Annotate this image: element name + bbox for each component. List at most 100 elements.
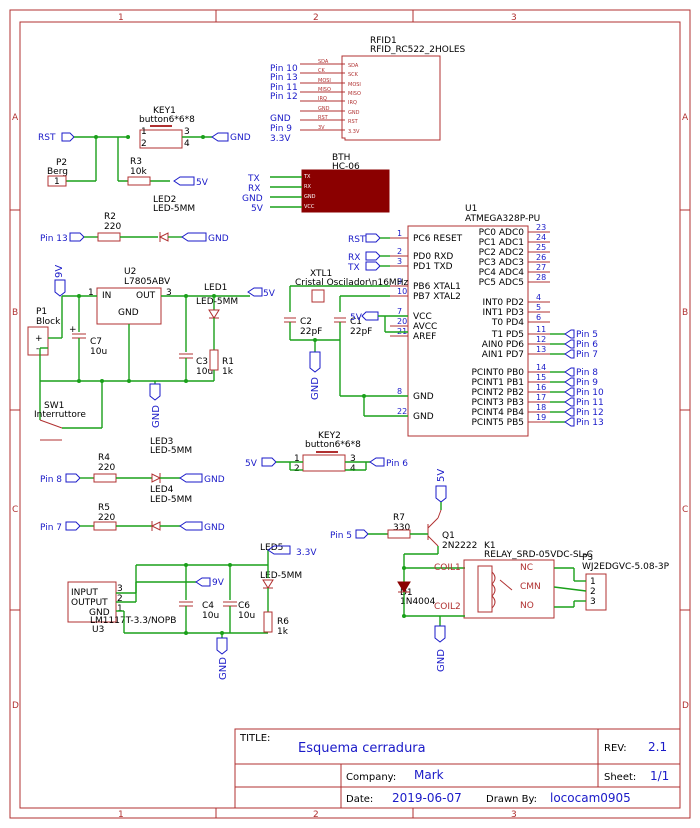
key1-value: button6*6*8 — [139, 115, 195, 125]
net-9v-u3: 9V — [212, 578, 225, 588]
rfid-ref: RFID1 — [370, 36, 397, 46]
title-value: Esquema cerradura — [298, 741, 426, 756]
u2-ref: U2 — [124, 267, 136, 277]
r2-value: 220 — [104, 222, 121, 232]
r1-value: 1k — [222, 367, 234, 377]
u3-gnd: GND — [89, 608, 110, 618]
led3-value: LED-5MM — [150, 446, 192, 456]
r3-ref: R3 — [130, 157, 142, 167]
rfid-short-gnd: GND — [318, 106, 330, 112]
frame-row-a-left: A — [12, 113, 19, 123]
c1-ref: C1 — [350, 317, 362, 327]
u1-pin-1: 1 — [397, 229, 402, 238]
net-pin6-key2: Pin 6 — [386, 459, 408, 469]
u3-ref: U3 — [92, 625, 104, 635]
bth-net-gnd: GND — [242, 194, 263, 204]
net-pin13-led2: Pin 13 — [40, 234, 68, 244]
u2-value: L7805ABV — [124, 277, 171, 287]
u1-pin-28: 28 — [536, 273, 546, 282]
rfid-pin-rst: RST — [348, 119, 359, 125]
net-gnd-relay: GND — [436, 649, 447, 672]
bth-ref: BTH — [332, 153, 350, 163]
key2-button[interactable]: KEY2 button6*6*8 1 2 3 4 5V Pin 6 — [245, 431, 408, 474]
u1-label-7: VCC — [413, 312, 432, 322]
led4-value: LED-5MM — [150, 495, 192, 505]
rfid-short-3v: 3V — [318, 125, 325, 131]
u1-pin-18: 18 — [536, 403, 546, 412]
u1-pin-4: 4 — [536, 293, 541, 302]
rfid-short-rst: RST — [318, 115, 329, 121]
net-gnd-led3: GND — [204, 475, 225, 485]
u1-label-22: GND — [413, 412, 434, 422]
u1-pin-17: 17 — [536, 393, 546, 402]
r6-ref: R6 — [277, 617, 289, 627]
drawn-value: lococam0905 — [550, 791, 631, 805]
key1-pin3: 3 — [184, 127, 190, 137]
led5-value: LED-5MM — [260, 571, 302, 581]
frame-row-c-right: C — [682, 505, 688, 515]
bth-net-rx: RX — [248, 184, 260, 194]
rfid-net-pin12: Pin 12 — [270, 92, 298, 102]
r7-ref: R7 — [393, 513, 405, 523]
net-5v-key2: 5V — [245, 459, 258, 469]
u1-pin-5: 5 — [536, 303, 541, 312]
u1-pin-23: 23 — [536, 223, 546, 232]
u1-pin-7: 7 — [397, 307, 402, 316]
title-label: TITLE: — [239, 733, 270, 744]
net-pin5-relay: Pin 5 — [330, 531, 352, 541]
p3-value: WJ2EDGVC-5.08-3P — [582, 562, 670, 572]
u1-label-2: PD0 RXD — [413, 252, 453, 262]
u1-pin-13: 13 — [536, 345, 546, 354]
sw1-ref: SW1 — [44, 401, 64, 411]
u1-value: ATMEGA328P-PU — [465, 214, 540, 224]
frame-col-1-bottom: 1 — [118, 810, 124, 820]
u1-label-14: PCINT0 PB0 — [471, 368, 524, 378]
q1-value: 2N2222 — [442, 541, 477, 551]
p2-ref: P2 — [56, 158, 67, 168]
net-33v-led5: 3.3V — [296, 548, 317, 558]
frame-col-3-top: 3 — [511, 13, 517, 23]
led2-value: LED-5MM — [153, 204, 195, 214]
u1-net-17: Pin 11 — [576, 398, 604, 408]
key2-pin4: 4 — [350, 464, 356, 474]
company-value: Mark — [414, 768, 444, 782]
bluetooth-module[interactable]: BTH HC-06 TX RX GND VCC TX RX GND 5V — [242, 153, 390, 214]
d1-value: 1N4004 — [400, 597, 436, 607]
u1-pin-19: 19 — [536, 413, 546, 422]
net-5v-relay: 5V — [436, 469, 447, 482]
key2-value: button6*6*8 — [305, 440, 361, 450]
rfid-pin-mosi: MOSI — [348, 82, 361, 88]
u1-pin-24: 24 — [536, 233, 546, 242]
led2-ref: LED2 — [153, 195, 176, 205]
c6-ref: C6 — [238, 601, 250, 611]
frame-row-a-right: A — [682, 113, 689, 123]
u2-gnd: GND — [118, 308, 139, 318]
p3-ref: P3 — [582, 553, 593, 563]
c7-value: 10u — [90, 347, 107, 357]
u1-pin-10: 10 — [397, 287, 407, 296]
u1-pin-25: 25 — [536, 243, 546, 252]
u1-pin-8: 8 — [397, 387, 402, 396]
u1-net-2: RX — [348, 253, 360, 263]
net-gnd-led4: GND — [204, 523, 225, 533]
rfid-short-mosi: MOSI — [318, 78, 331, 84]
led2-circuit: R2 220 LED2 LED-5MM Pin 13 GND — [40, 195, 229, 244]
p1-plus: + — [35, 334, 43, 344]
rfid-short-irq: IRQ — [318, 96, 327, 102]
bth-net-5v: 5V — [251, 204, 264, 214]
net-pin7-led4: Pin 7 — [40, 523, 62, 533]
u1-label-18: PCINT4 PB4 — [471, 408, 524, 418]
p3-pin3: 3 — [590, 597, 596, 607]
u1-label-10: PB7 XTAL2 — [413, 292, 461, 302]
net-gnd-key1: GND — [230, 133, 251, 143]
c3-ref: C3 — [196, 357, 208, 367]
rfid-module[interactable]: RFID1 RFID_RC522_2HOLES SDA SCK MOSI MIS… — [270, 36, 466, 144]
rfid-net-pin11: Pin 11 — [270, 83, 298, 93]
net-5v-led1: 5V — [263, 289, 276, 299]
frame-col-2-bottom: 2 — [313, 810, 319, 820]
p1-ref: P1 — [36, 307, 47, 317]
u1-net-18: Pin 12 — [576, 408, 604, 418]
u1-pin-20: 20 — [397, 317, 407, 326]
r4-value: 220 — [98, 463, 115, 473]
